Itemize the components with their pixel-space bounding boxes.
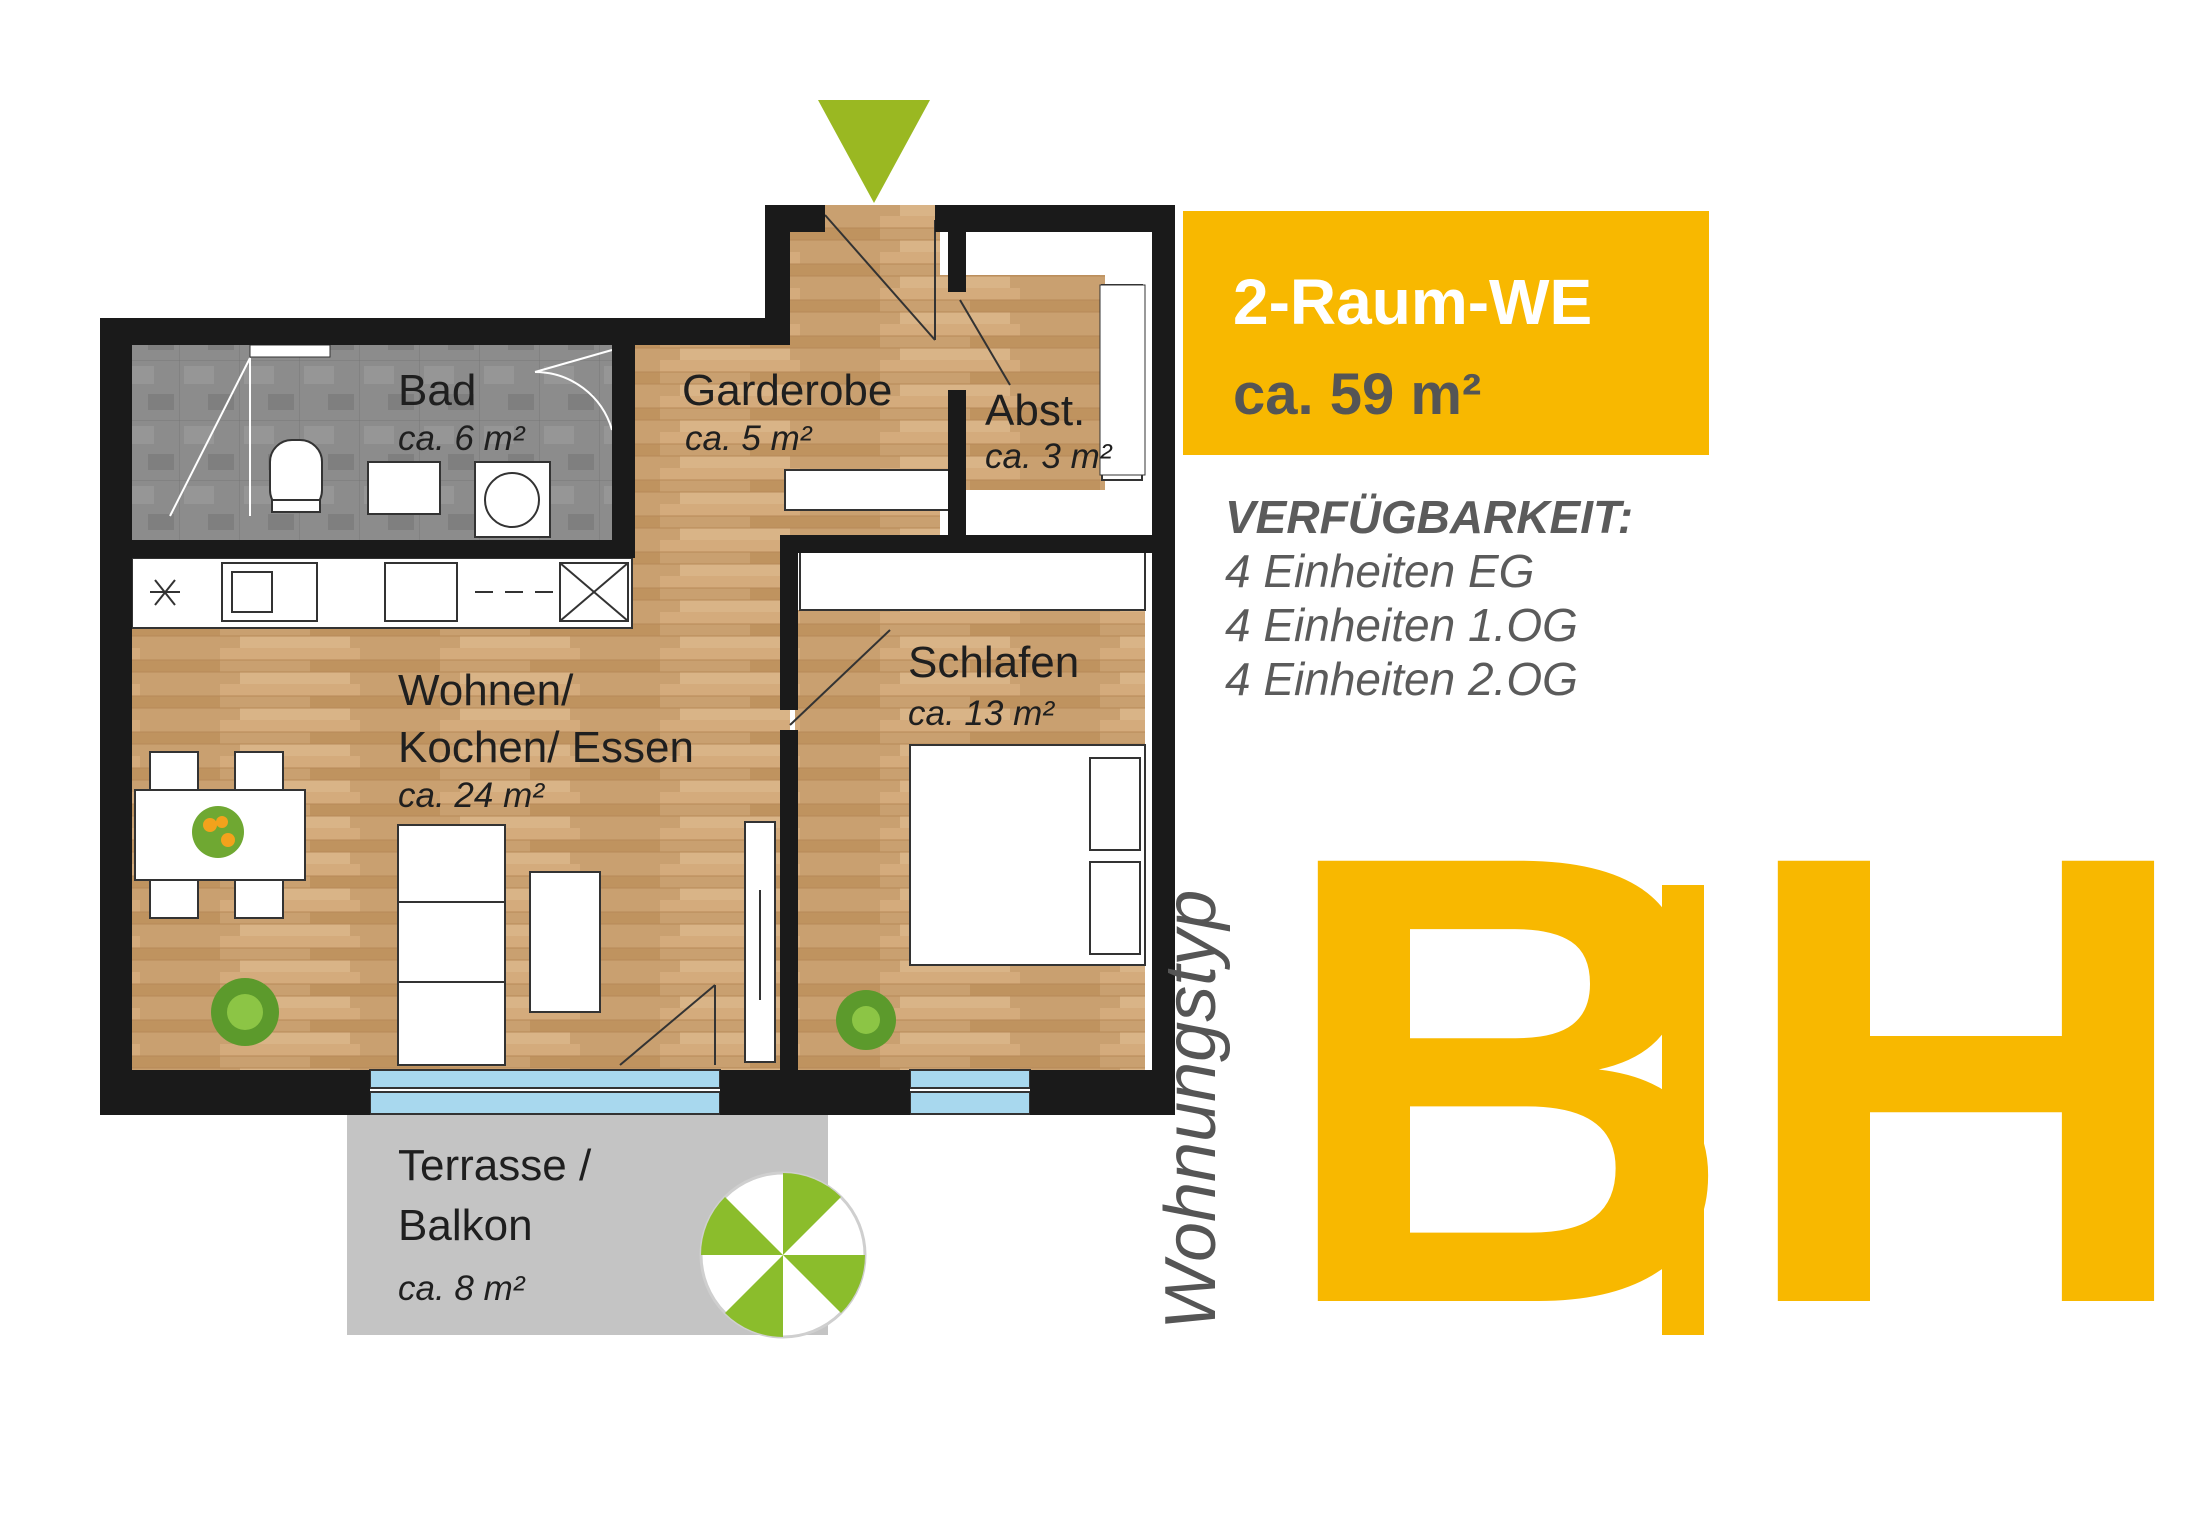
walls	[100, 205, 1175, 1115]
apartment-type-label: Wohnungstyp	[1151, 889, 1231, 1330]
room-area-garderobe: ca. 5 m²	[685, 419, 813, 458]
kitchen-counter	[131, 557, 633, 629]
availability-line: 4 Einheiten 1.OG	[1225, 599, 1578, 651]
plant-icon	[211, 978, 279, 1046]
bedroom-furniture	[799, 544, 1146, 1050]
entrance-arrow-icon	[818, 100, 930, 203]
room-name-abst: Abst.	[985, 386, 1085, 435]
bathroom-fixtures	[169, 344, 613, 538]
room-name-schlafen: Schlafen	[908, 638, 1079, 687]
room-area-wohnen: ca. 24 m²	[398, 776, 545, 815]
apartment-type-separator	[1662, 885, 1704, 1335]
toilet-icon	[269, 439, 323, 513]
living-furniture	[134, 751, 776, 1066]
availability-block: VERFÜGBARKEIT: 4 Einheiten EG 4 Einheite…	[1225, 490, 1745, 706]
stove-icon	[150, 579, 180, 606]
room-name-bad: Bad	[398, 366, 476, 415]
apartment-title: 2-Raum-WE	[1233, 266, 1593, 338]
room-area-terrasse: ca. 8 m²	[398, 1269, 526, 1308]
room-name-terrasse-line1: Terrasse /	[398, 1141, 592, 1190]
availability-heading: VERFÜGBARKEIT:	[1225, 491, 1634, 543]
room-area-bad: ca. 6 m²	[398, 419, 526, 458]
sink-icon	[221, 562, 318, 622]
apartment-type-letters: B H	[1275, 722, 2185, 1437]
room-area-schlafen: ca. 13 m²	[908, 694, 1055, 733]
room-name-garderobe: Garderobe	[682, 366, 892, 415]
availability-line: 4 Einheiten EG	[1225, 545, 1535, 597]
plant-icon	[192, 806, 244, 858]
room-area-abst: ca. 3 m²	[985, 437, 1113, 476]
room-name-wohnen-line2: Kochen/ Essen	[398, 723, 694, 772]
windows	[369, 284, 1146, 1115]
umbrella-icon	[699, 1171, 867, 1339]
washing-machine-icon	[474, 461, 551, 538]
plant-icon	[836, 990, 896, 1050]
availability-line: 4 Einheiten 2.OG	[1225, 653, 1578, 705]
apartment-type-letter-left: B	[1275, 722, 1738, 1437]
apartment-type-letter-right: H	[1735, 722, 2185, 1437]
apartment-area: ca. 59 m²	[1233, 362, 1482, 427]
apartment-info-box: 2-Raum-WE ca. 59 m²	[1183, 211, 1709, 455]
room-name-terrasse-line2: Balkon	[398, 1201, 533, 1250]
room-name-wohnen-line1: Wohnen/	[398, 666, 574, 715]
